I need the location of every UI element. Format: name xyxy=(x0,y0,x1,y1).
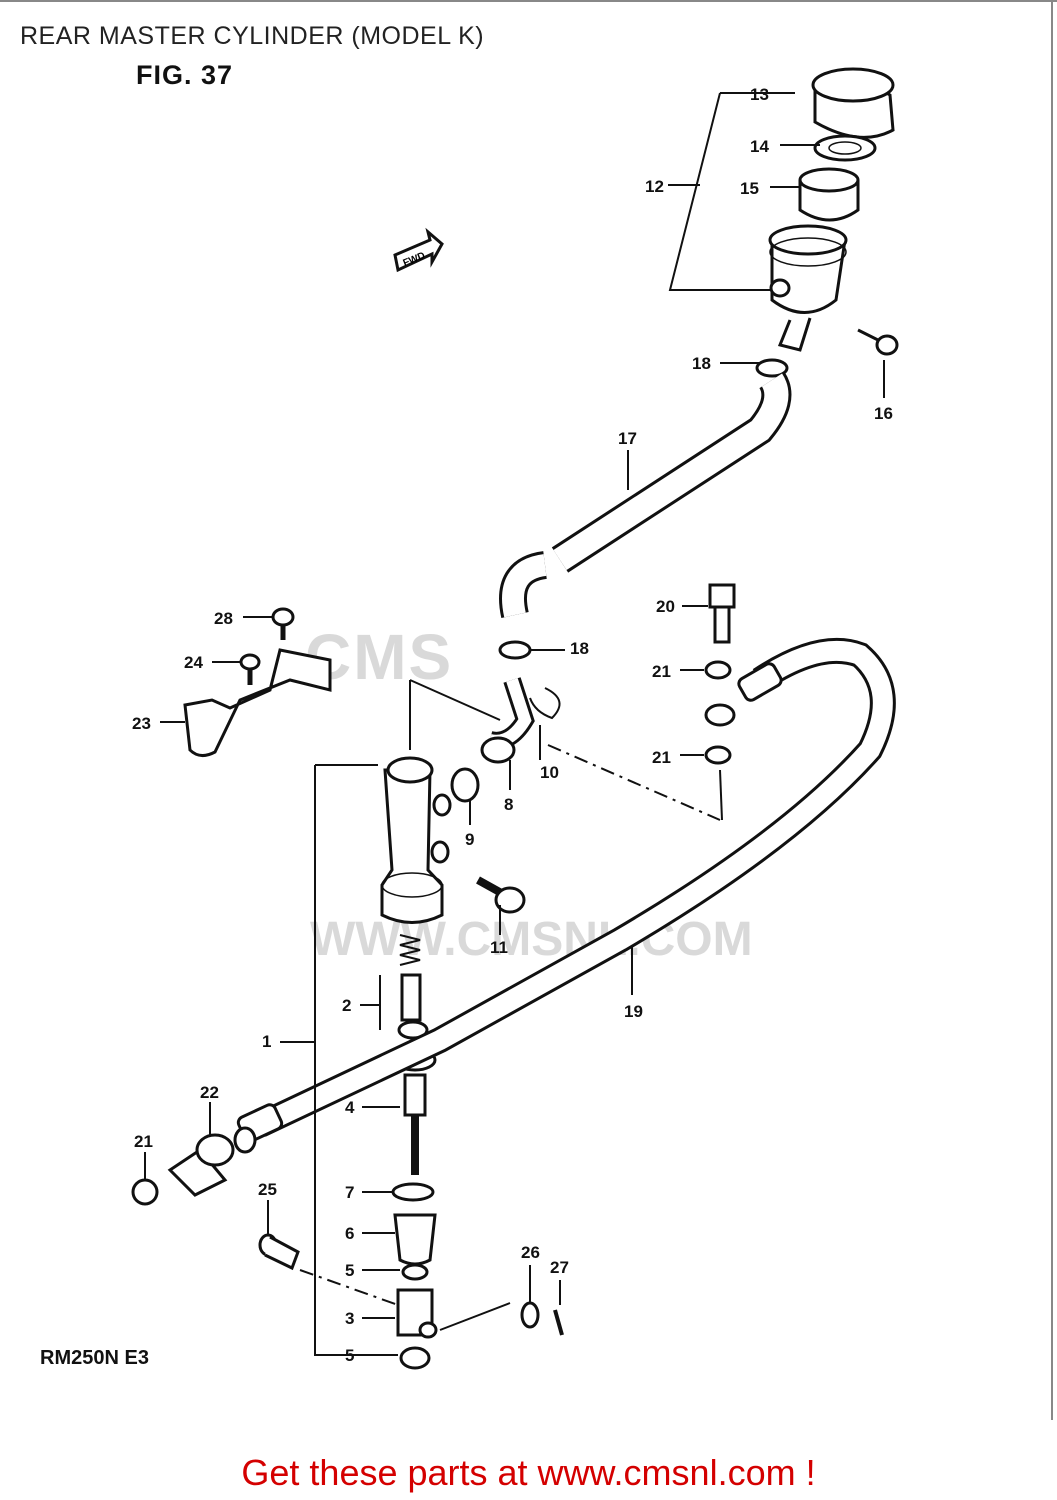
callout-19: 19 xyxy=(624,1002,643,1021)
washer-21-a-part[interactable] xyxy=(704,660,732,680)
washer-21-b-part[interactable] xyxy=(704,745,732,765)
callout-14: 14 xyxy=(750,137,769,156)
clamp-18-lower-part[interactable] xyxy=(498,640,532,660)
fwd-arrow-icon: FWD xyxy=(393,227,444,273)
callout-18b: 18 xyxy=(570,639,589,658)
leader-lines xyxy=(144,92,885,1356)
nut-5-lower-part[interactable] xyxy=(399,1346,431,1370)
callout-labels: 1 2 3 4 5 5 6 7 8 9 10 11 12 13 14 15 16… xyxy=(132,85,893,1365)
callout-27: 27 xyxy=(550,1258,569,1277)
clamp-18-top-part[interactable] xyxy=(755,358,789,378)
callout-8: 8 xyxy=(504,795,513,814)
brake-hose-part[interactable] xyxy=(233,637,896,1154)
screw-28-part[interactable] xyxy=(271,607,295,640)
model-code-label: RM250N E3 xyxy=(40,1347,149,1369)
callout-2: 2 xyxy=(342,996,351,1015)
screw-11-part[interactable] xyxy=(476,876,526,914)
callout-25: 25 xyxy=(258,1180,277,1199)
callout-26: 26 xyxy=(521,1243,540,1262)
cmsnl-parts-link[interactable]: Get these parts at www.cmsnl.com ! xyxy=(241,1452,816,1493)
callout-22: 22 xyxy=(200,1083,219,1102)
callout-7: 7 xyxy=(345,1183,354,1202)
callout-23: 23 xyxy=(132,714,151,733)
callout-5b: 5 xyxy=(345,1346,354,1365)
clip-7-part[interactable] xyxy=(391,1182,435,1202)
nut-5-upper-part[interactable] xyxy=(401,1263,429,1281)
reservoir-cap-part[interactable] xyxy=(811,67,895,139)
diaphragm-part[interactable] xyxy=(798,167,860,222)
callout-18a: 18 xyxy=(692,354,711,373)
pin-25-part[interactable] xyxy=(258,1233,300,1271)
o-ring-part[interactable] xyxy=(450,767,480,803)
right-border xyxy=(1051,0,1053,1420)
clevis-part[interactable] xyxy=(396,1288,438,1339)
cotter-pin-part[interactable] xyxy=(553,1309,564,1336)
callout-5a: 5 xyxy=(345,1261,354,1280)
callout-21b: 21 xyxy=(652,748,671,767)
callout-15: 15 xyxy=(740,179,759,198)
callout-21a: 21 xyxy=(652,662,671,681)
piston-spring-part[interactable] xyxy=(397,934,429,1040)
figure-label: FIG. 37 xyxy=(136,60,234,90)
callout-6: 6 xyxy=(345,1224,354,1243)
reservoir-hose-part[interactable] xyxy=(499,371,792,619)
bolt-16-part[interactable] xyxy=(857,328,899,356)
union-22-part[interactable] xyxy=(167,1133,235,1197)
elbow-fitting-part[interactable] xyxy=(480,677,535,764)
callout-3: 3 xyxy=(345,1309,354,1328)
washer-21-c-part[interactable] xyxy=(131,1178,159,1206)
callout-12: 12 xyxy=(645,177,664,196)
callout-16: 16 xyxy=(874,404,893,423)
callout-4: 4 xyxy=(345,1098,355,1117)
screw-24-part[interactable] xyxy=(239,653,261,685)
boot-part[interactable] xyxy=(393,1213,437,1266)
callout-1: 1 xyxy=(262,1032,271,1051)
callout-24: 24 xyxy=(184,653,203,672)
guard-23-part[interactable] xyxy=(183,648,332,757)
callout-11: 11 xyxy=(490,938,508,957)
callout-9: 9 xyxy=(465,830,474,849)
washer-26-part[interactable] xyxy=(520,1301,540,1329)
circlip-part[interactable] xyxy=(529,687,561,720)
banjo-bolt-part[interactable] xyxy=(708,583,736,644)
callout-13: 13 xyxy=(750,85,769,104)
callout-10: 10 xyxy=(540,763,559,782)
top-border xyxy=(0,0,1057,2)
callout-17: 17 xyxy=(618,429,637,448)
callout-28: 28 xyxy=(214,609,233,628)
diaphragm-plate-part[interactable] xyxy=(813,134,877,162)
master-cylinder-body-part[interactable] xyxy=(380,756,452,924)
page-title: REAR MASTER CYLINDER (MODEL K) xyxy=(20,22,485,50)
reservoir-body-part[interactable] xyxy=(768,224,848,352)
callout-20: 20 xyxy=(656,597,675,616)
callout-21c: 21 xyxy=(134,1132,153,1151)
